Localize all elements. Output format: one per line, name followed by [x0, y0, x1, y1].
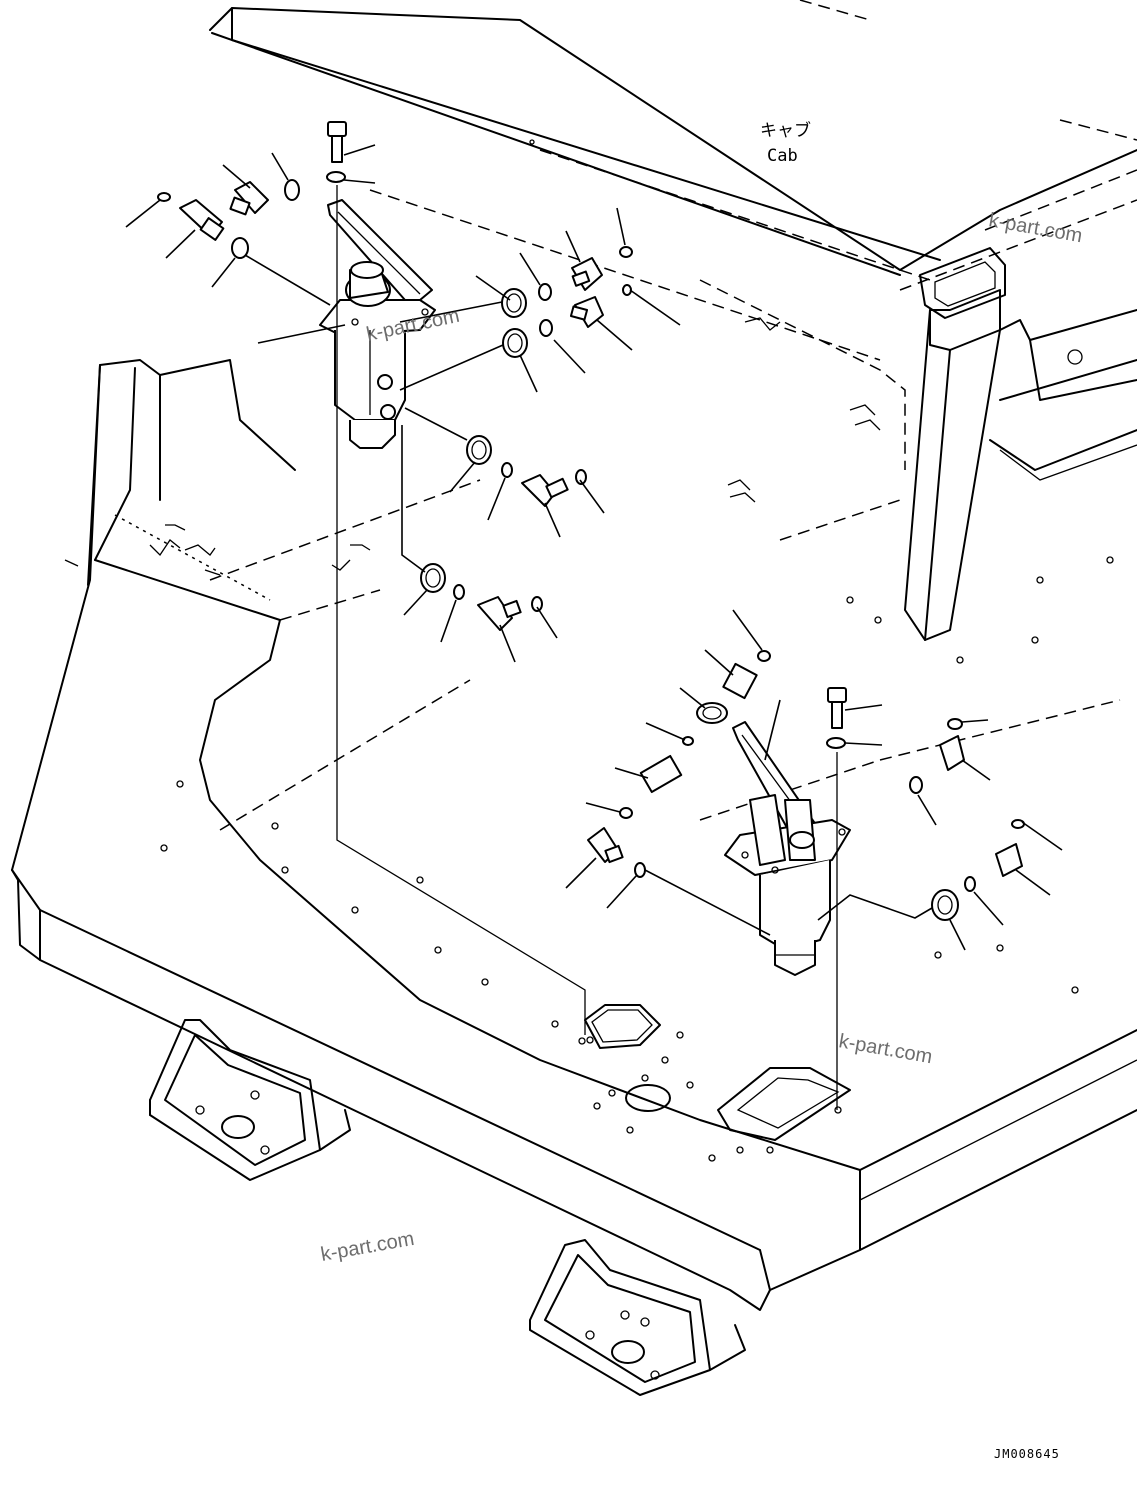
fittings [157, 121, 1025, 921]
watermark-top-right: k-part.com [987, 209, 1084, 247]
floor-holes [160, 139, 1114, 1162]
watermark-lower-left: k-part.com [319, 1228, 416, 1266]
mount-bracket-left [149, 1019, 351, 1181]
center-floor-hole [625, 1084, 671, 1112]
pedal-valve-upper [319, 199, 436, 449]
mount-bracket-right [529, 1239, 746, 1396]
cab-label: キャブ Cab [760, 120, 811, 166]
pedal-valve-lower [724, 721, 851, 976]
drawing-code: JM008645 [994, 1447, 1060, 1461]
watermarks: k-part.com k-part.com k-part.com k-part.… [319, 209, 1084, 1266]
cab-label-jp: キャブ [760, 120, 811, 141]
detail-marks [64, 317, 881, 601]
leader-lines [125, 144, 1063, 1110]
cab-label-en: Cab [767, 146, 798, 166]
floor-frame [11, 0, 1137, 1311]
watermark-lower-right: k-part.com [837, 1030, 934, 1068]
